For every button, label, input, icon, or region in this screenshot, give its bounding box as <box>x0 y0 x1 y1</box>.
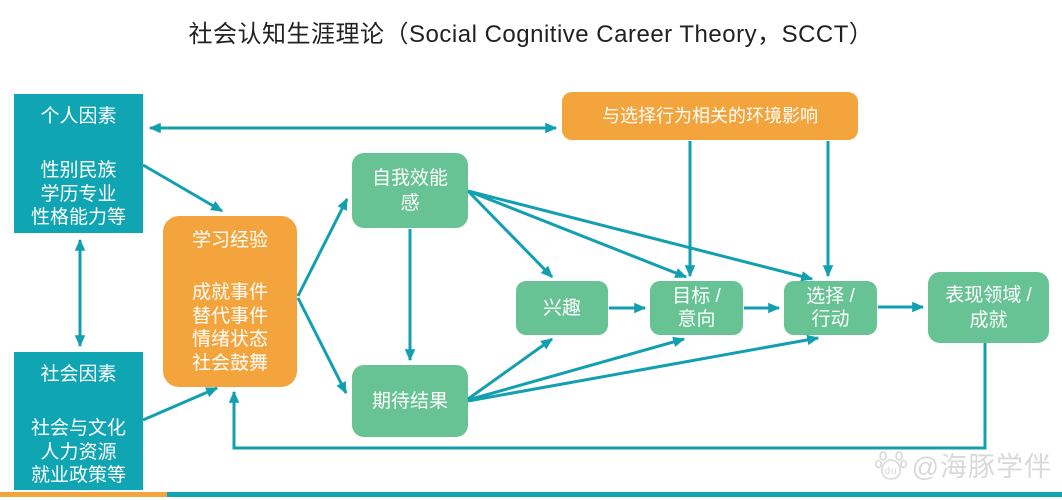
node-line: 社会与文化 <box>30 418 126 439</box>
node-personal-factors: 个人因素 性别民族 学历专业 性格能力等 <box>14 94 143 233</box>
arrow-personal-learning <box>142 163 224 213</box>
node-line: 自我效能 <box>371 167 448 189</box>
page-title: 社会认知生涯理论（Social Cognitive Career Theory，… <box>188 21 874 48</box>
watermark-handle: @海豚学伴 <box>911 452 1052 482</box>
node-line: 选择 / <box>806 286 855 307</box>
node-label: 期待结果 <box>371 390 448 412</box>
arrow-outcome-goal <box>467 336 686 402</box>
node-choice-action: 选择 / 行动 <box>784 281 877 335</box>
node-line: 感 <box>400 192 420 214</box>
node-line: 目标 / <box>672 286 721 307</box>
arrow-selfefficacy-goal <box>467 189 688 279</box>
node-goal-intention: 目标 / 意向 <box>650 281 743 335</box>
node-line: 性格能力等 <box>30 207 126 228</box>
node-title: 学习经验 <box>191 230 268 251</box>
svg-text:du: du <box>884 466 897 477</box>
node-line: 就业政策等 <box>30 465 126 486</box>
node-performance-achievement: 表现领域 / 成就 <box>928 272 1049 343</box>
watermark: du @海豚学伴 <box>874 445 1052 484</box>
baidu-paw-icon: du <box>874 450 907 480</box>
arrow-learning-selfefficacy <box>296 197 349 297</box>
node-line: 社会鼓舞 <box>191 352 268 374</box>
node-line: 成就事件 <box>191 282 268 303</box>
arrow-social-learning <box>142 386 219 422</box>
arrow-performance-learning-feedback <box>228 343 987 450</box>
node-line: 学历专业 <box>40 183 117 205</box>
arrow-selfefficacy-choice <box>467 189 814 282</box>
node-line: 性别民族 <box>40 160 117 181</box>
bottom-bar-teal-segment <box>167 492 1062 497</box>
node-title: 个人因素 <box>40 106 117 127</box>
node-self-efficacy: 自我效能 感 <box>352 153 468 228</box>
arrow-selfefficacy-interest <box>466 189 554 279</box>
arrow-outcome-choice <box>467 334 820 403</box>
bottom-bar-orange-segment <box>0 492 167 497</box>
node-label: 兴趣 <box>542 297 581 319</box>
node-interest: 兴趣 <box>516 281 608 335</box>
node-line: 成就 <box>969 309 1008 331</box>
node-line: 情绪状态 <box>191 329 268 350</box>
node-learning-experience: 学习经验 成就事件 替代事件 情绪状态 社会鼓舞 <box>163 216 297 387</box>
node-outcome-expectation: 期待结果 <box>352 365 468 437</box>
node-social-factors: 社会因素 社会与文化 人力资源 就业政策等 <box>14 352 143 490</box>
node-line: 行动 <box>811 309 850 330</box>
node-title: 社会因素 <box>40 364 117 385</box>
arrow-learning-outcome <box>296 297 348 395</box>
node-line: 意向 <box>677 309 716 330</box>
node-environment-influence: 与选择行为相关的环境影响 <box>562 92 858 140</box>
node-line: 人力资源 <box>40 441 117 463</box>
arrow-outcome-interest <box>467 337 553 401</box>
node-line: 替代事件 <box>191 305 268 327</box>
node-line: 表现领域 / <box>945 284 1032 306</box>
node-label: 与选择行为相关的环境影响 <box>602 106 818 126</box>
